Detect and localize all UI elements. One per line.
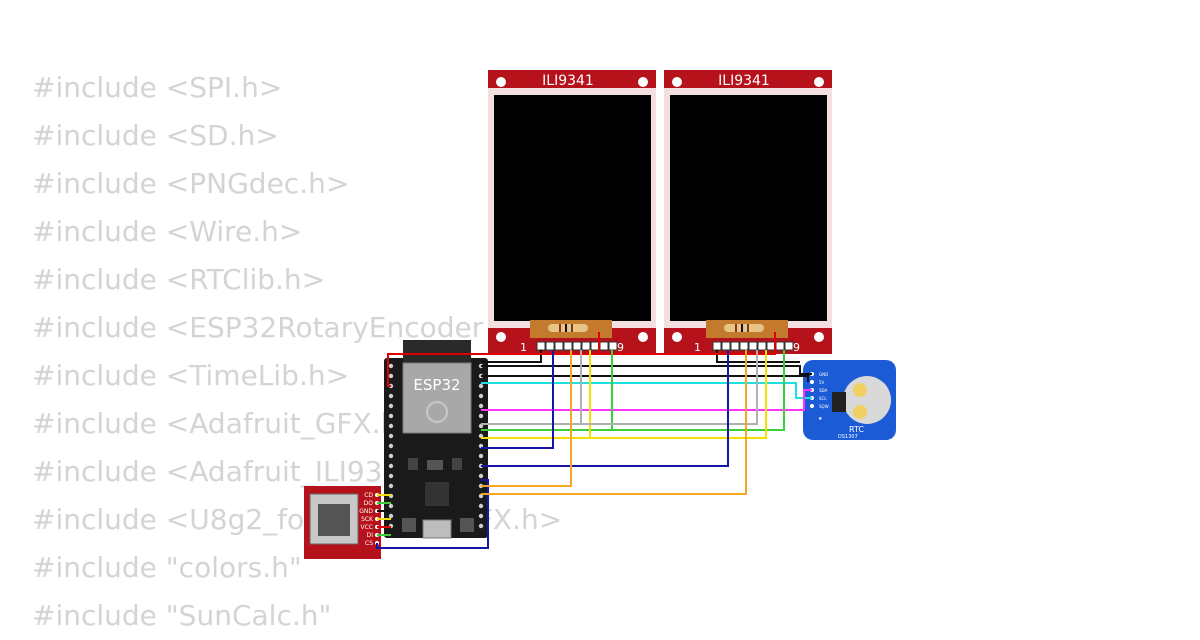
display-left-screen xyxy=(494,95,651,321)
code-line: #include <PNGdec.h> xyxy=(32,167,350,200)
display-left[interactable]: ILI9341 1 9 xyxy=(488,70,656,354)
code-line: #include <Wire.h> xyxy=(32,215,303,248)
wire-vcc[interactable] xyxy=(387,332,600,387)
mount-hole-icon xyxy=(814,77,824,87)
display-right-screen xyxy=(670,95,827,321)
rtc-label: RTC xyxy=(849,425,864,434)
resistor-icon xyxy=(548,324,588,332)
code-listing: #include <SPI.h> #include <SD.h> #includ… xyxy=(32,64,562,640)
wire-rst[interactable] xyxy=(481,350,572,487)
display-left-pin-first: 1 xyxy=(520,341,527,354)
display-left-label: ILI9341 xyxy=(542,73,594,89)
wire-scl[interactable] xyxy=(481,382,812,399)
boot-button[interactable] xyxy=(402,518,416,532)
wire-gnd[interactable] xyxy=(481,365,812,375)
code-line: #include <Adafruit_GFX.h> xyxy=(32,407,422,440)
code-line: #include <SPI.h> xyxy=(32,71,283,104)
wires xyxy=(376,332,812,549)
mount-hole-icon xyxy=(638,332,648,342)
esp32-left-pins xyxy=(388,363,394,529)
display-right-label: ILI9341 xyxy=(718,73,770,89)
sd-pin-label: VCC xyxy=(361,524,373,531)
en-button[interactable] xyxy=(460,518,474,532)
rtc-chip-label: DS1307 xyxy=(838,434,858,440)
wire-dc[interactable] xyxy=(581,350,758,425)
rtc-pin-label: SCL xyxy=(819,396,827,401)
micro-usb-port[interactable] xyxy=(422,519,452,539)
code-line: #include <ESP32RotaryEncoder xyxy=(32,311,484,344)
rtc-module[interactable]: ★ RTC DS1307 GND 5V SDA SCL SQW xyxy=(803,360,896,440)
esp32-right-pins xyxy=(478,363,484,529)
display-right[interactable]: ILI9341 1 9 xyxy=(664,70,832,354)
mount-hole-icon xyxy=(672,77,682,87)
star-icon: ★ xyxy=(818,416,823,422)
mount-hole-icon xyxy=(672,332,682,342)
wire-power[interactable] xyxy=(481,375,809,382)
wire-sd-cs[interactable] xyxy=(376,479,489,549)
mount-hole-icon xyxy=(496,77,506,87)
wire-cs[interactable] xyxy=(481,350,554,449)
mount-hole-icon xyxy=(814,332,824,342)
wire-rst[interactable] xyxy=(481,350,747,495)
resistor-icon xyxy=(724,324,764,332)
code-line: #include "colors.h" xyxy=(32,551,302,584)
rtc-pin-label: 5V xyxy=(819,380,825,385)
code-line: #include <SD.h> xyxy=(32,119,279,152)
code-line: #include <TimeLib.h> xyxy=(32,359,350,392)
display-right-pin-header xyxy=(712,341,794,351)
wire-sda[interactable] xyxy=(481,389,812,411)
rtc-pin-label: SQW xyxy=(819,404,829,409)
wire-vcc[interactable] xyxy=(599,332,776,355)
rtc-chip xyxy=(832,392,846,412)
mount-hole-icon xyxy=(638,77,648,87)
wire-mosi[interactable] xyxy=(612,350,785,431)
sd-pin-label: DO xyxy=(364,500,374,507)
sd-card-icon xyxy=(318,504,350,536)
espressif-logo-icon xyxy=(426,401,448,423)
sd-pin-label: DI xyxy=(367,532,374,539)
display-left-pin-last: 9 xyxy=(617,341,624,354)
rtc-pin-label: GND xyxy=(819,372,828,377)
mount-hole-icon xyxy=(496,332,506,342)
sd-card-module[interactable]: CD DO GND SCK VCC DI CS xyxy=(304,486,381,559)
esp32-label: ESP32 xyxy=(413,376,460,394)
wire-cs[interactable] xyxy=(481,350,729,467)
display-left-pin-header xyxy=(536,341,618,351)
usb-chip xyxy=(425,482,449,506)
display-right-pin-last: 9 xyxy=(793,341,800,354)
sd-pin-label: CS xyxy=(365,540,373,547)
code-line: #include <RTClib.h> xyxy=(32,263,326,296)
wire-sck[interactable] xyxy=(590,350,767,439)
code-line: #include "SunCalc.h" xyxy=(32,599,332,632)
display-right-pin-first: 1 xyxy=(694,341,701,354)
sd-pin-label: SCK xyxy=(361,516,374,523)
rtc-pin-label: SDA xyxy=(819,388,828,393)
coin-cell-holder-icon xyxy=(843,376,891,424)
sd-pin-label: CD xyxy=(364,492,373,499)
sd-pin-label: GND xyxy=(359,508,373,515)
esp32-board[interactable]: ESP32 xyxy=(384,340,488,539)
